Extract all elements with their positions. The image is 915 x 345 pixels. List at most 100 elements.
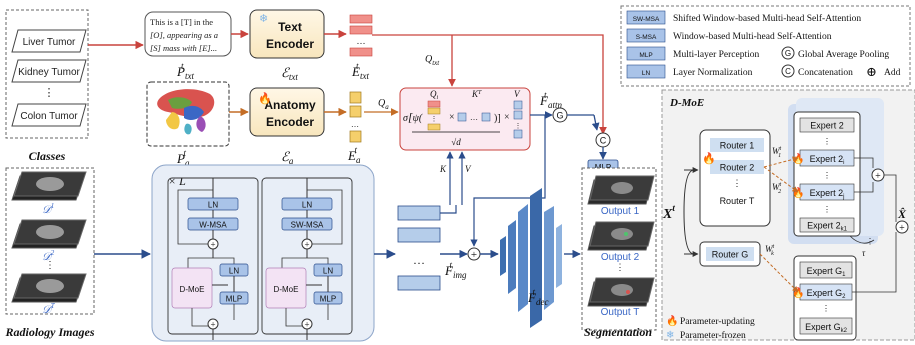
f-dec-label: Fdect: [527, 287, 548, 307]
prompt-line-3: [S] mass with [E]...: [150, 43, 217, 53]
e-txt-label: Etxtt: [351, 61, 369, 81]
svg-text:×: ×: [449, 112, 455, 123]
gap-node: G: [552, 107, 568, 123]
svg-text:G: G: [785, 49, 791, 58]
svg-text:×: ×: [504, 112, 510, 123]
svg-text:)]: )]: [494, 113, 501, 124]
svg-text:⋮: ⋮: [823, 205, 831, 214]
svg-text:W-MSA: W-MSA: [199, 221, 227, 230]
expert-group-g: Expert G1 Expert G2 ⋮ Expert Gk2 🔥: [792, 255, 857, 341]
svg-text:+: +: [471, 249, 477, 261]
text-encoder-symbol: ℰtxt: [281, 65, 298, 82]
dmoe-title: D-MoE: [669, 97, 704, 109]
text-embedding-stack: …: [349, 14, 373, 57]
svg-text:Parameter-frozen: Parameter-frozen: [680, 330, 746, 341]
svg-text:σ[ψ(: σ[ψ(: [403, 110, 423, 124]
svg-text:Text: Text: [278, 20, 302, 34]
svg-text:⋮: ⋮: [515, 122, 522, 130]
class-label: Colon Tumor: [20, 111, 78, 122]
class-label: Kidney Tumor: [18, 67, 80, 78]
svg-text:⋮: ⋮: [866, 237, 874, 246]
fire-icon: 🔥: [792, 152, 804, 165]
svg-text:Encoder: Encoder: [266, 37, 314, 51]
dataset-stack-1: [11, 171, 87, 201]
prompt-line-2: [O], appearing as a: [150, 30, 218, 40]
v-label: V: [465, 164, 472, 174]
anatomy-encoder: Anatomy Encoder 🔥: [249, 87, 325, 137]
svg-text:Multi-layer Perception: Multi-layer Perception: [673, 50, 760, 60]
svg-text:Add: Add: [884, 68, 901, 78]
q-a-label: Qa: [378, 98, 389, 111]
text-to-concat-arrow: [372, 34, 607, 135]
dmoe-panel: D-MoE Xt Router 1 Router 2 ⋮ Router T 🔥 …: [661, 89, 915, 341]
svg-text:…: …: [470, 113, 478, 122]
svg-text:Output 2: Output 2: [601, 252, 640, 263]
images-caption: Radiology Images: [5, 325, 95, 339]
f-attn-label: Fattnt: [539, 90, 562, 110]
svg-text:C: C: [785, 67, 791, 76]
image-feature-maps: …: [397, 205, 441, 291]
svg-text:+: +: [899, 223, 905, 234]
svg-text:D-MoE: D-MoE: [180, 285, 205, 294]
svg-text:LN: LN: [323, 267, 333, 276]
svg-text:+: +: [304, 240, 309, 250]
svg-text:Window-based Multi-head Self-A: Window-based Multi-head Self-Attention: [673, 31, 832, 42]
svg-text:MLP: MLP: [320, 295, 336, 304]
f-img-label: Fimgt: [444, 260, 467, 280]
svg-text:Expert Gk2: Expert Gk2: [805, 322, 848, 334]
svg-text:⋮: ⋮: [616, 262, 625, 272]
svg-text:+: +: [875, 171, 881, 182]
k-label: K: [439, 164, 447, 174]
svg-text:Expert 2k1: Expert 2k1: [807, 221, 848, 233]
frozen-icon: ❄: [259, 13, 268, 25]
text-prompt-box: This is a [T] in the [O], appearing as a…: [144, 11, 232, 57]
fire-icon: 🔥: [666, 314, 678, 327]
router-g: Router G: [699, 241, 761, 267]
svg-text:Qi: Qi: [430, 89, 439, 101]
svg-text:Router T: Router T: [720, 196, 755, 206]
class-card-colon: Colon Tumor: [11, 103, 87, 127]
svg-text:⊕: ⊕: [866, 64, 877, 79]
svg-text:Global Average Pooling: Global Average Pooling: [798, 50, 889, 60]
segmentation-panel: Output 1 Output 2 ⋮ Output T Segmentatio…: [581, 167, 657, 339]
svg-text:+: +: [210, 320, 215, 330]
p-txt-label: Ptxtt: [176, 61, 194, 81]
svg-text:Anatomy: Anatomy: [264, 98, 316, 112]
legend-panel: SW-MSA Shifted Window-based Multi-head S…: [620, 5, 911, 87]
svg-text:…: …: [351, 120, 359, 129]
anatomy-encoder-symbol: ℰa: [281, 149, 294, 166]
svg-text:MLP: MLP: [639, 52, 652, 59]
svg-text:LN: LN: [208, 201, 218, 210]
svg-text:Expert 2j: Expert 2j: [810, 188, 845, 200]
svg-text:⋮: ⋮: [733, 178, 742, 188]
class-card-kidney: Kidney Tumor: [11, 59, 87, 83]
svg-text:G: G: [556, 111, 563, 121]
concat-node: C: [595, 132, 611, 148]
dataset-stack-T: [11, 273, 87, 303]
svg-text:Layer Normalization: Layer Normalization: [673, 68, 753, 78]
svg-text:…: …: [413, 253, 425, 267]
backbone-panel: × L LN W-MSA + D-MoE LN MLP: [151, 164, 375, 342]
anatomy-mask: [146, 81, 230, 147]
decoder: [500, 188, 562, 328]
p-a-label: Pat: [176, 148, 190, 168]
svg-text:⋮: ⋮: [431, 115, 438, 123]
router-group: Router 1 Router 2 ⋮ Router T 🔥: [699, 129, 771, 227]
svg-text:SW-MSA: SW-MSA: [291, 221, 324, 230]
classes-panel: Liver Tumor Kidney Tumor ⋮ Colon Tumor C…: [5, 9, 89, 163]
svg-text:Parameter-updating: Parameter-updating: [680, 317, 755, 327]
svg-text:Ptxtt: Ptxtt: [176, 61, 194, 81]
svg-text:Router 1: Router 1: [720, 141, 755, 151]
fire-icon: 🔥: [258, 92, 272, 105]
svg-text:LN: LN: [302, 201, 312, 210]
svg-text:Wtk: Wtk: [765, 244, 775, 257]
svg-text:Shifted Window-based Multi-hea: Shifted Window-based Multi-head Self-Att…: [673, 13, 861, 24]
svg-text:S-MSA: S-MSA: [636, 34, 657, 41]
svg-text:Encoder: Encoder: [266, 115, 314, 129]
snowflake-icon: ❄: [666, 330, 674, 341]
svg-text:Concatenation: Concatenation: [798, 68, 853, 78]
times-l: × L: [168, 174, 186, 188]
class-card-liver: Liver Tumor: [11, 29, 87, 53]
